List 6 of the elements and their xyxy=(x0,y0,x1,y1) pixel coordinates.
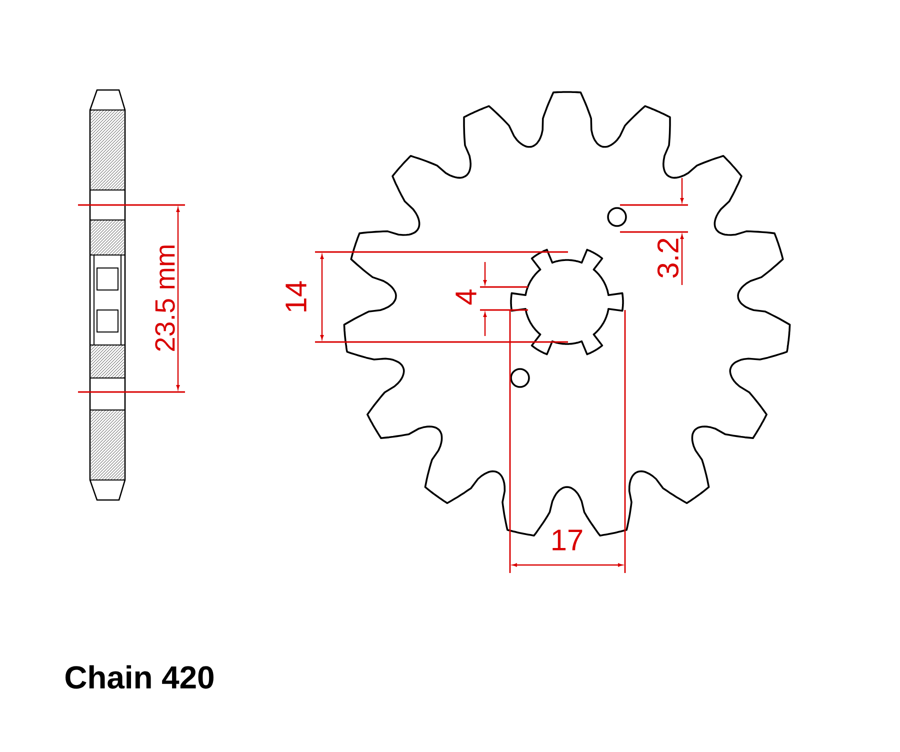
dimension-label: 14 xyxy=(286,281,306,312)
dimension-label: 4 xyxy=(456,290,476,305)
chain-size-label: Chain 420 xyxy=(66,665,214,689)
dimension-label: 17 xyxy=(552,530,582,550)
dimension-label: 3.2 xyxy=(657,238,679,278)
dimension-label: 23.5 mm xyxy=(155,246,175,351)
